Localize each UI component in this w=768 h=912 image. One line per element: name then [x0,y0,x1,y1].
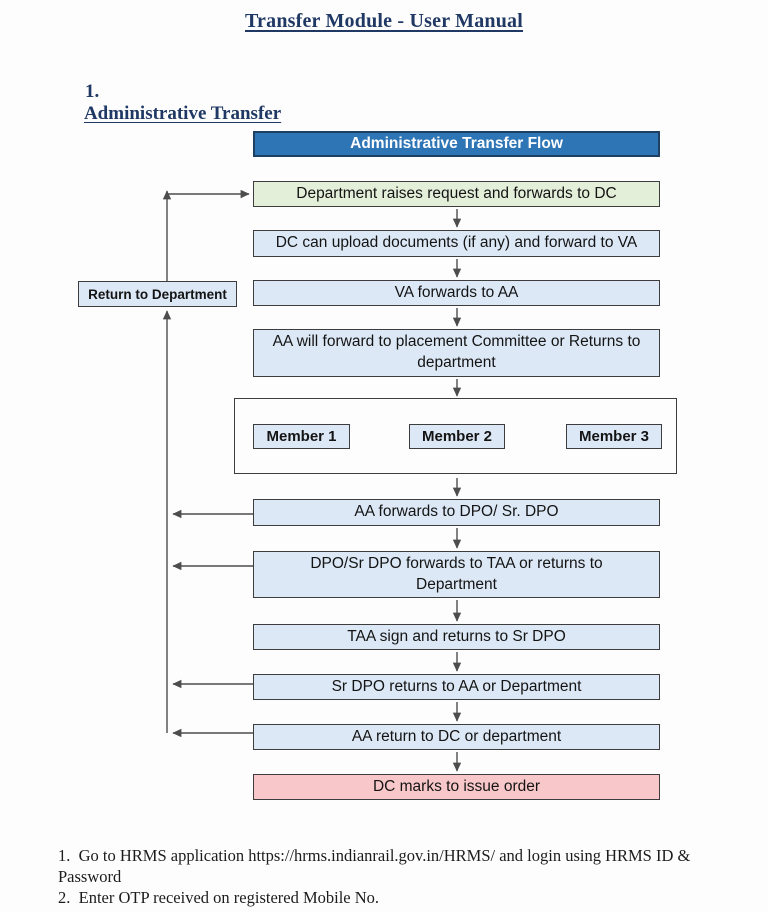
flow-step-dpo-forwards-taa-label: DPO/Sr DPO forwards to TAA or returns to… [310,554,603,593]
instructions: 1. Go to HRMS application https://hrms.i… [58,845,718,908]
flow-step-aa-forward-committee-label: AA will forward to placement Committee o… [272,333,641,371]
return-to-department-box: Return to Department [78,281,237,307]
flowchart-title-bar: Administrative Transfer Flow [253,131,660,157]
flow-step-srdpo-returns: Sr DPO returns to AA or Department [253,674,660,700]
flow-step-aa-forwards-dpo: AA forwards to DPO/ Sr. DPO [253,499,660,526]
instruction-line: 2. Enter OTP received on registered Mobi… [58,888,380,907]
page-title: Transfer Module - User Manual [244,10,523,32]
flow-step-aa-forward-committee: AA will forward to placement Committee o… [253,329,660,377]
committee-member-1: Member 1 [253,424,350,449]
section-title: Administrative Transfer [83,103,282,124]
flow-step-dc-upload: DC can upload documents (if any) and for… [253,230,660,257]
flow-step-aa-return-dc: AA return to DC or department [253,724,660,750]
flow-step-dpo-forwards-taa: DPO/Sr DPO forwards to TAA or returns to… [253,551,660,598]
flow-step-dept-raises-request: Department raises request and forwards t… [253,181,660,207]
flow-step-va-forwards: VA forwards to AA [253,280,660,306]
instruction-line: Password [58,867,122,886]
flow-step-taa-sign: TAA sign and returns to Sr DPO [253,624,660,650]
committee-member-3: Member 3 [566,424,662,449]
instruction-line: 1. Go to HRMS application https://hrms.i… [58,846,691,865]
section-heading: 1. Administrative Transfer [66,59,281,147]
flow-step-dc-issue-order: DC marks to issue order [253,774,660,800]
placement-committee-container [234,398,677,474]
section-number: 1. [85,81,100,102]
committee-member-2: Member 2 [409,424,505,449]
